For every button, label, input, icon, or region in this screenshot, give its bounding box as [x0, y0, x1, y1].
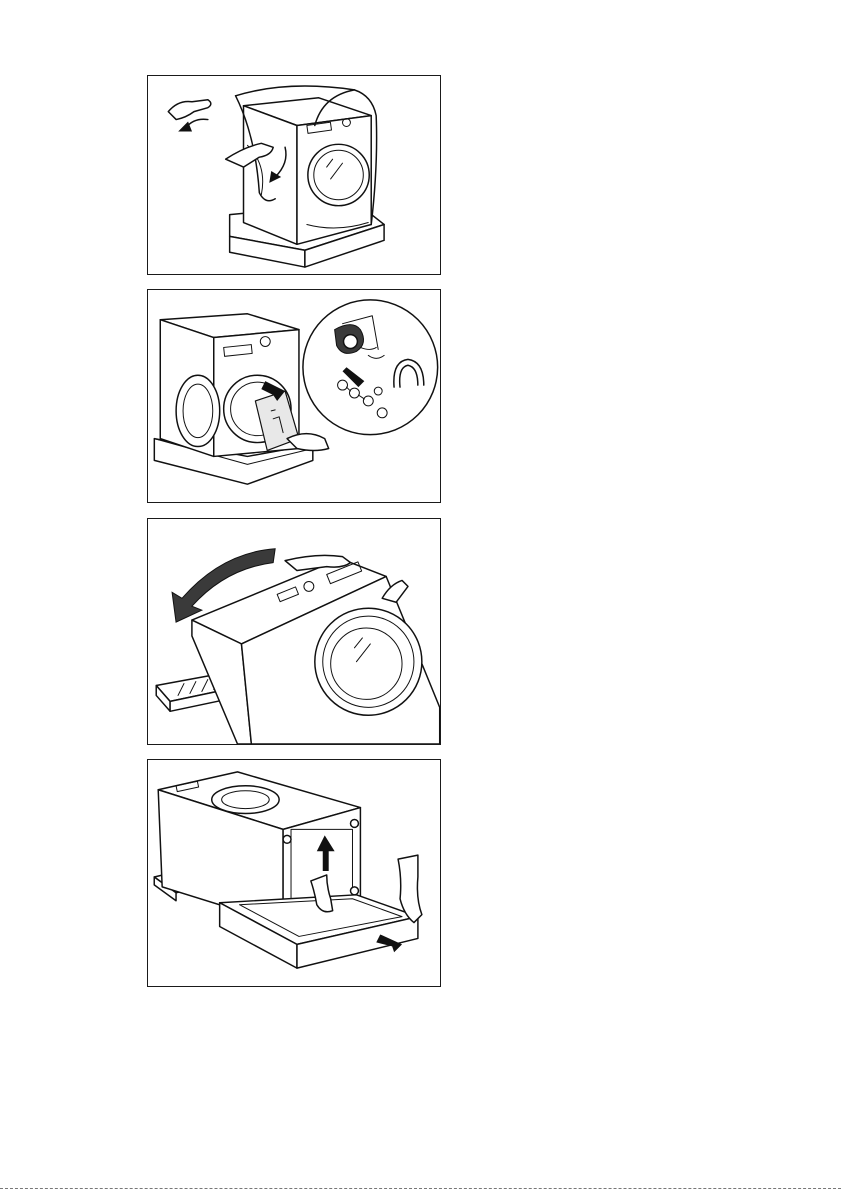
figure-remove-accessory-bag: [147, 289, 441, 503]
figure-remove-base-packaging: [147, 759, 441, 987]
remove-accessory-bag-illustration: [148, 290, 440, 502]
figure-tilt-appliance: [147, 518, 441, 745]
tilt-appliance-backward-illustration: [148, 519, 440, 744]
remove-plastic-cover-illustration: [148, 76, 440, 274]
page-bottom-rule: [0, 1188, 841, 1189]
figure-remove-plastic-cover: [147, 75, 441, 275]
remove-base-packaging-illustration: [148, 760, 440, 986]
